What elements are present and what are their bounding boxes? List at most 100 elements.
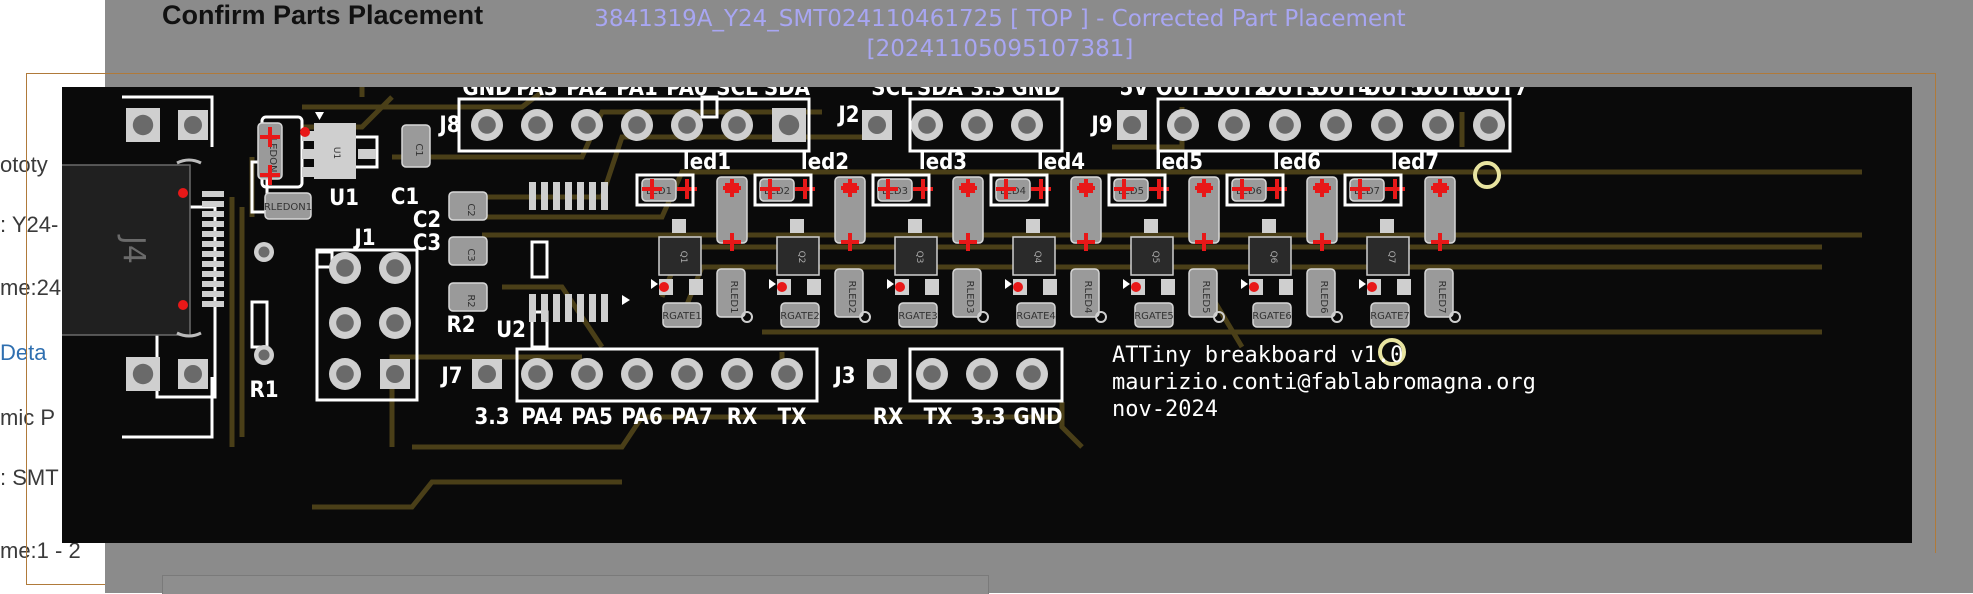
led-cross bbox=[1240, 179, 1244, 199]
background-link[interactable]: Deta bbox=[0, 340, 47, 365]
led-outline bbox=[871, 173, 931, 207]
dialog-footer-box bbox=[162, 575, 989, 594]
led-cross bbox=[1157, 179, 1161, 199]
led-cross bbox=[768, 179, 772, 199]
rled-3-label: RLED3 bbox=[964, 281, 975, 314]
j7-pin-label: PA5 bbox=[571, 405, 613, 430]
credit-line-email: maurizio.conti@fablabromagna.org bbox=[1112, 370, 1536, 395]
mosfet-q2: Q2 bbox=[776, 219, 821, 295]
rled-1: RLED1 bbox=[716, 268, 746, 318]
led-label-7: led7 bbox=[1391, 150, 1439, 175]
pin1-marker-icon bbox=[1241, 279, 1248, 289]
pad-drill bbox=[336, 259, 354, 277]
led-cross bbox=[1275, 179, 1279, 199]
j4-pin1-dot bbox=[178, 188, 188, 198]
pad-drill bbox=[132, 114, 154, 136]
pin1-marker-icon bbox=[1123, 279, 1130, 289]
j9-pin-label: OUT1 bbox=[1156, 87, 1216, 101]
pad-drill bbox=[1327, 116, 1345, 134]
j9-ref: J9 bbox=[1089, 113, 1112, 138]
pad-drill bbox=[578, 365, 596, 383]
j8-pin-label-sda: SDA bbox=[764, 87, 811, 101]
led-cross bbox=[1358, 179, 1362, 199]
rled-7-label: RLED7 bbox=[1436, 281, 1447, 314]
j2-pin-label: GND bbox=[1011, 87, 1060, 101]
rgate-3-label: RGATE3 bbox=[898, 311, 938, 322]
credit-line-version: ATTiny breakboard v1.0 bbox=[1112, 343, 1403, 368]
c1-ref: C1 bbox=[391, 185, 419, 210]
led-body-4-label: LED4 bbox=[1000, 186, 1026, 197]
led-outline bbox=[1107, 173, 1167, 207]
background-fragment: : Y24- bbox=[0, 212, 59, 237]
pad-drill bbox=[678, 116, 696, 134]
dialog-title: Confirm Parts Placement bbox=[162, 0, 484, 30]
pad-drill bbox=[918, 116, 936, 134]
rled-4-label: RLED4 bbox=[1082, 281, 1093, 314]
pad-drill bbox=[1480, 116, 1498, 134]
background-fragment: ototy bbox=[0, 152, 48, 177]
j8-pin-label-pa3: PA3 bbox=[516, 87, 558, 101]
led-outline bbox=[753, 173, 813, 207]
pad-drill bbox=[923, 365, 941, 383]
j9-pin-label: OUT6 bbox=[1416, 87, 1476, 101]
pad-drill bbox=[628, 365, 646, 383]
led-series-cross bbox=[730, 179, 734, 197]
q-small-label: Q5 bbox=[1150, 251, 1160, 264]
rledon-resistor-label: RLEDON1 bbox=[264, 202, 312, 213]
j7-pin-label: PA6 bbox=[621, 405, 663, 430]
led-series-cross bbox=[1084, 233, 1088, 251]
led-cross bbox=[803, 179, 807, 199]
pad-drill bbox=[628, 116, 646, 134]
led-label-3: led3 bbox=[919, 150, 967, 175]
led-cross bbox=[650, 179, 654, 199]
led-series-cross bbox=[1320, 233, 1324, 251]
ledon-led-label: LEDON bbox=[267, 138, 278, 173]
c2-capacitor-label: C2 bbox=[465, 203, 476, 216]
q-pin1-dot bbox=[1249, 282, 1259, 292]
led-body-2-label: LED2 bbox=[764, 186, 790, 197]
c3-capacitor: C3 bbox=[448, 236, 488, 266]
pad-drill bbox=[1225, 116, 1243, 134]
led-series-cross bbox=[966, 179, 970, 197]
j3-pin-label: GND bbox=[1013, 405, 1062, 430]
board-job-title: 3841319A_Y24_SMT024110461725 [ TOP ] - C… bbox=[594, 6, 1406, 32]
c1-capacitor-label: C1 bbox=[413, 143, 424, 156]
j4-pin1-dot bbox=[178, 300, 188, 310]
pad-drill bbox=[973, 365, 991, 383]
fiducial-marker bbox=[1378, 338, 1406, 366]
j8-pin-label-scl: SCL bbox=[716, 87, 758, 101]
rgate-5-label: RGATE5 bbox=[1134, 311, 1174, 322]
background-fragment: me:24 bbox=[0, 275, 62, 300]
j3-outline bbox=[908, 347, 1064, 403]
c2-ref: C2 bbox=[413, 208, 441, 233]
rled-7: RLED7 bbox=[1424, 268, 1454, 318]
via bbox=[977, 311, 989, 323]
pin1-marker-icon bbox=[1005, 279, 1012, 289]
led-label-1: led1 bbox=[683, 150, 731, 175]
j3-ref: J3 bbox=[832, 364, 855, 389]
u1-small-label: U1 bbox=[331, 147, 341, 159]
pin1-marker-icon bbox=[769, 279, 776, 289]
rled-1-label: RLED1 bbox=[728, 281, 739, 314]
r1-ref: R1 bbox=[249, 378, 278, 403]
pad-drill bbox=[478, 365, 496, 383]
pad-drill bbox=[184, 116, 202, 134]
j8-ref: J8 bbox=[437, 113, 460, 138]
pad-drill bbox=[132, 363, 154, 385]
pad-drill bbox=[528, 116, 546, 134]
pad-drill bbox=[1429, 116, 1447, 134]
q-pin1-dot bbox=[1367, 282, 1377, 292]
q-small-label: Q7 bbox=[1386, 251, 1396, 264]
rgate-3: RGATE3 bbox=[898, 302, 938, 328]
q-small-label: Q1 bbox=[678, 251, 688, 264]
rled-5-label: RLED5 bbox=[1200, 281, 1211, 314]
r2-resistor-label: R2 bbox=[465, 294, 476, 307]
j4-ref: J4 bbox=[116, 234, 151, 264]
background-fragment: mic P bbox=[0, 405, 55, 430]
pad-drill bbox=[386, 365, 404, 383]
q-pin1-dot bbox=[895, 282, 905, 292]
led-cross bbox=[685, 179, 689, 199]
led-series-cross bbox=[1438, 179, 1442, 197]
j7-pin-label: 3.3 bbox=[474, 405, 509, 430]
